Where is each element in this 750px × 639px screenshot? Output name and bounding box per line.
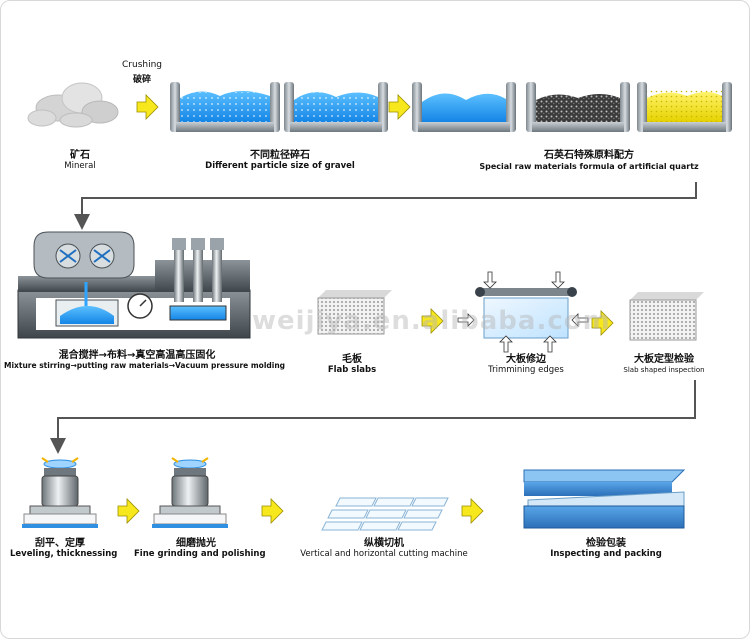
cutting-label: 纵横切机 Vertical and horizontal cutting mac… [300, 538, 468, 559]
flab-slab [317, 290, 392, 335]
dark-material-bin [526, 82, 630, 132]
connector-middle [50, 380, 696, 454]
trim-label: 大板修边 Trimmining edges [488, 354, 564, 375]
grinding-machine [152, 457, 228, 528]
watermark: weijiya.en.alibaba.com [252, 306, 611, 336]
yellow-material-bin [637, 82, 732, 132]
grinding-label: 细磨抛光 Fine grinding and polishing [134, 538, 266, 559]
packing-box [523, 469, 686, 529]
packing-label: 检验包装 Inspecting and packing [550, 538, 662, 559]
leveling-label: 刮平、定厚 Leveling, thicknessing [10, 538, 118, 559]
crushing-label: Crushing 破碎 [122, 60, 162, 86]
gravel-bin-3 [412, 82, 516, 132]
mineral-rocks [27, 82, 119, 128]
trimming-slab [457, 271, 589, 353]
leveling-machine [22, 457, 98, 528]
inspect-label: 大板定型检验 Slab shaped inspection [623, 354, 705, 374]
flow-arrow-6 [261, 498, 284, 524]
mixing-molding-machine [17, 231, 251, 339]
flow-arrow-7 [461, 498, 484, 524]
flow-arrow-2 [388, 94, 411, 120]
flow-arrow-3 [421, 308, 444, 334]
gravel-label: 不同粒径碎石 Different particle size of gravel [205, 150, 355, 171]
mineral-label: 矿石 Mineral [64, 150, 96, 171]
formula-label: 石英石特殊原料配方 Special raw materials formula … [479, 150, 699, 171]
connector-top [74, 182, 697, 230]
gravel-bin-2 [284, 82, 388, 132]
flow-arrow-1 [136, 94, 159, 120]
inspection-slab [629, 292, 704, 341]
mixing-label: 混合搅拌→布料→真空高温高压固化 Mixture stirring→puttin… [4, 350, 286, 370]
flow-arrow-5 [117, 498, 140, 524]
flab-label: 毛板 Flab slabs [327, 354, 377, 375]
gravel-bin-1 [170, 82, 280, 132]
flow-arrow-4 [591, 310, 614, 336]
cut-strips [321, 497, 449, 531]
